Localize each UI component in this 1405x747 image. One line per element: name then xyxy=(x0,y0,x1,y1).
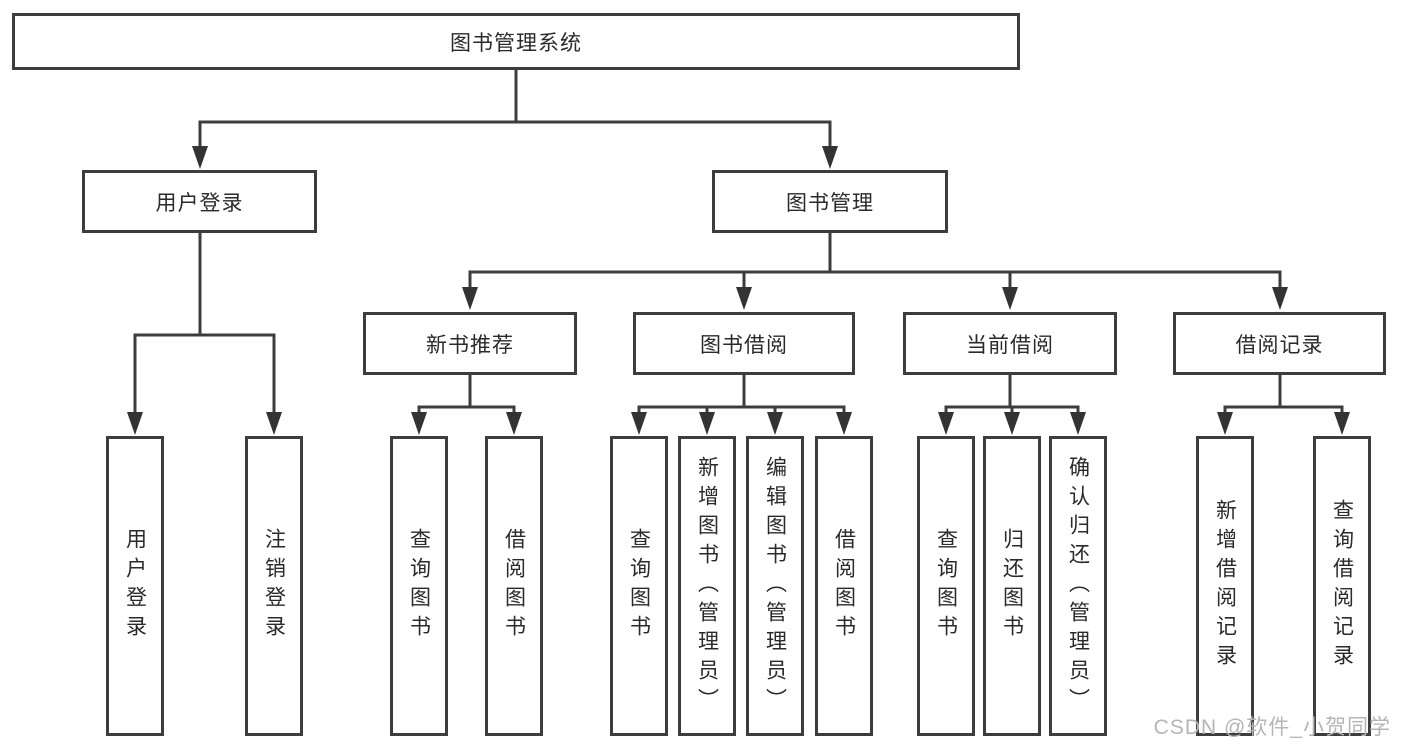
node-book-borrowing: 图书借阅 xyxy=(633,312,855,375)
connector-bookborrow-to-children xyxy=(631,373,852,435)
leaf-query-borrow-record: 查询借阅记录 xyxy=(1313,436,1371,736)
leaf-query-books-2: 查询图书 xyxy=(610,436,668,736)
leaf-label: 注销登录 xyxy=(262,528,286,644)
leaf-label: 查询图书 xyxy=(934,528,958,644)
leaf-label: 编辑图书（管理员） xyxy=(763,455,787,717)
connector-bookmgmt-to-children xyxy=(462,231,1288,310)
watermark: CSDN @软件_小贺同学 xyxy=(1153,716,1391,739)
leaf-borrow-books-2: 借阅图书 xyxy=(815,436,873,736)
leaf-borrow-books-1: 借阅图书 xyxy=(485,436,543,736)
connector-userlogin-to-children xyxy=(127,231,282,435)
connector-newbooks-to-children xyxy=(411,373,522,435)
leaf-label: 查询借阅记录 xyxy=(1330,499,1354,673)
node-book-management: 图书管理 xyxy=(712,170,948,233)
node-current-borrowing: 当前借阅 xyxy=(903,312,1117,375)
node-label: 当前借阅 xyxy=(966,333,1054,357)
leaf-query-books-3: 查询图书 xyxy=(917,436,975,736)
node-label: 图书管理系统 xyxy=(450,31,582,55)
leaf-logout: 注销登录 xyxy=(245,436,303,736)
node-label: 用户登录 xyxy=(155,191,244,215)
leaf-label: 借阅图书 xyxy=(502,528,526,644)
leaf-label: 查询图书 xyxy=(407,528,431,644)
node-new-book-recommend: 新书推荐 xyxy=(363,312,577,375)
connector-records-to-children xyxy=(1217,373,1350,435)
connector-root-to-children xyxy=(192,68,838,169)
node-label: 图书借阅 xyxy=(700,333,788,357)
leaf-label: 查询图书 xyxy=(627,528,651,644)
leaf-add-books-admin: 新增图书（管理员） xyxy=(678,436,736,736)
leaf-confirm-return-admin: 确认归还（管理员） xyxy=(1049,436,1107,736)
leaf-label: 归还图书 xyxy=(1000,528,1024,644)
node-label: 借阅记录 xyxy=(1235,333,1324,357)
node-label: 图书管理 xyxy=(786,191,874,215)
node-borrowing-records: 借阅记录 xyxy=(1173,312,1386,375)
node-user-login: 用户登录 xyxy=(82,170,317,233)
leaf-user-login: 用户登录 xyxy=(106,436,164,736)
leaf-label: 借阅图书 xyxy=(832,528,856,644)
leaf-add-borrow-record: 新增借阅记录 xyxy=(1196,436,1254,736)
leaf-label: 确认归还（管理员） xyxy=(1066,455,1090,717)
leaf-edit-books-admin: 编辑图书（管理员） xyxy=(746,436,804,736)
leaf-label: 新增图书（管理员） xyxy=(695,455,719,717)
node-library-system: 图书管理系统 xyxy=(12,13,1020,70)
node-label: 新书推荐 xyxy=(426,333,514,357)
leaf-return-books: 归还图书 xyxy=(983,436,1041,736)
leaf-query-books-1: 查询图书 xyxy=(390,436,448,736)
leaf-label: 用户登录 xyxy=(123,528,147,644)
connector-currentborrow-to-children xyxy=(938,373,1086,435)
leaf-label: 新增借阅记录 xyxy=(1213,499,1237,673)
